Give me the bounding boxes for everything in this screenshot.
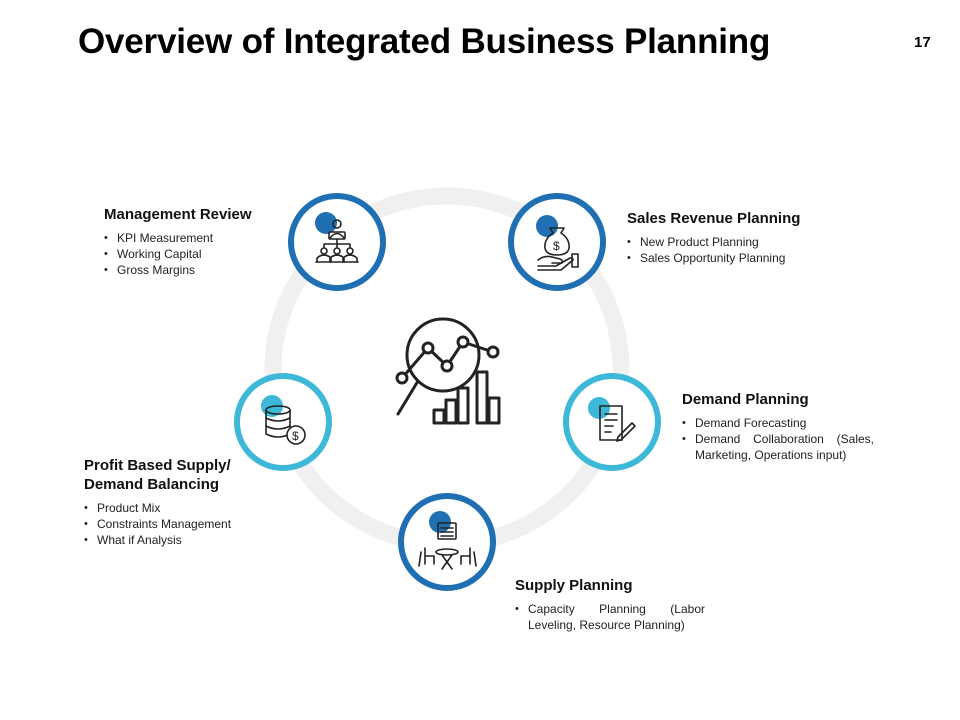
node-profit-based-balancing: $ [234,373,332,471]
block-heading: Supply Planning [515,577,633,594]
bullet-list: Demand Forecasting Demand Collaboration … [682,415,874,463]
block-demand-planning: Demand Planning Demand Forecasting Deman… [682,390,874,463]
bullet-item: Demand Forecasting [682,415,874,431]
svg-text:$: $ [553,239,560,253]
document-pen-icon [599,405,636,442]
bullet-list: Product Mix Constraints Management What … [84,500,264,548]
money-bag-hand-icon: $ [537,227,579,271]
bullet-item: Constraints Management [84,516,264,532]
heading-line: Profit Based Supply/ [84,457,231,474]
meeting-table-icon [418,522,477,570]
node-management-review [288,193,386,291]
block-profit-based-balancing: Profit Based Supply/ Demand Balancing Pr… [84,456,264,548]
bullet-list: Capacity Planning (Labor Leveling, Resou… [515,601,705,633]
slide-number: 17 [914,34,931,51]
analytics-magnifier-icon [395,317,501,425]
svg-text:$: $ [292,429,299,443]
node-demand-planning [563,373,661,471]
block-sales-revenue-planning: Sales Revenue Planning New Product Plann… [627,209,847,266]
bullet-item: Sales Opportunity Planning [627,250,847,266]
block-heading: Demand Planning [682,391,809,408]
block-heading: Sales Revenue Planning [627,210,801,227]
coins-stack-icon: $ [265,405,306,445]
bullet-item: Demand Collaboration (Sales, Marketing, … [682,431,874,463]
block-management-review: Management Review KPI Measurement Workin… [104,205,284,278]
bullet-list: New Product Planning Sales Opportunity P… [627,234,847,266]
bullet-list: KPI Measurement Working Capital Gross Ma… [104,230,284,278]
block-supply-planning: Supply Planning Capacity Planning (Labor… [515,576,705,633]
bullet-item: KPI Measurement [104,230,284,246]
node-sales-revenue-planning: $ [508,193,606,291]
bullet-item: What if Analysis [84,532,264,548]
block-heading: Management Review [104,206,252,223]
heading-line: Demand Balancing [84,476,220,493]
team-meeting-icon [315,219,359,263]
bullet-item: Working Capital [104,246,284,262]
block-heading: Profit Based Supply/ Demand Balancing [84,456,264,494]
slide-title: Overview of Integrated Business Planning [78,22,771,61]
bullet-item: Product Mix [84,500,264,516]
bullet-item: New Product Planning [627,234,847,250]
bullet-item: Capacity Planning (Labor Leveling, Resou… [515,601,705,633]
bullet-item: Gross Margins [104,262,284,278]
node-supply-planning [398,493,496,591]
